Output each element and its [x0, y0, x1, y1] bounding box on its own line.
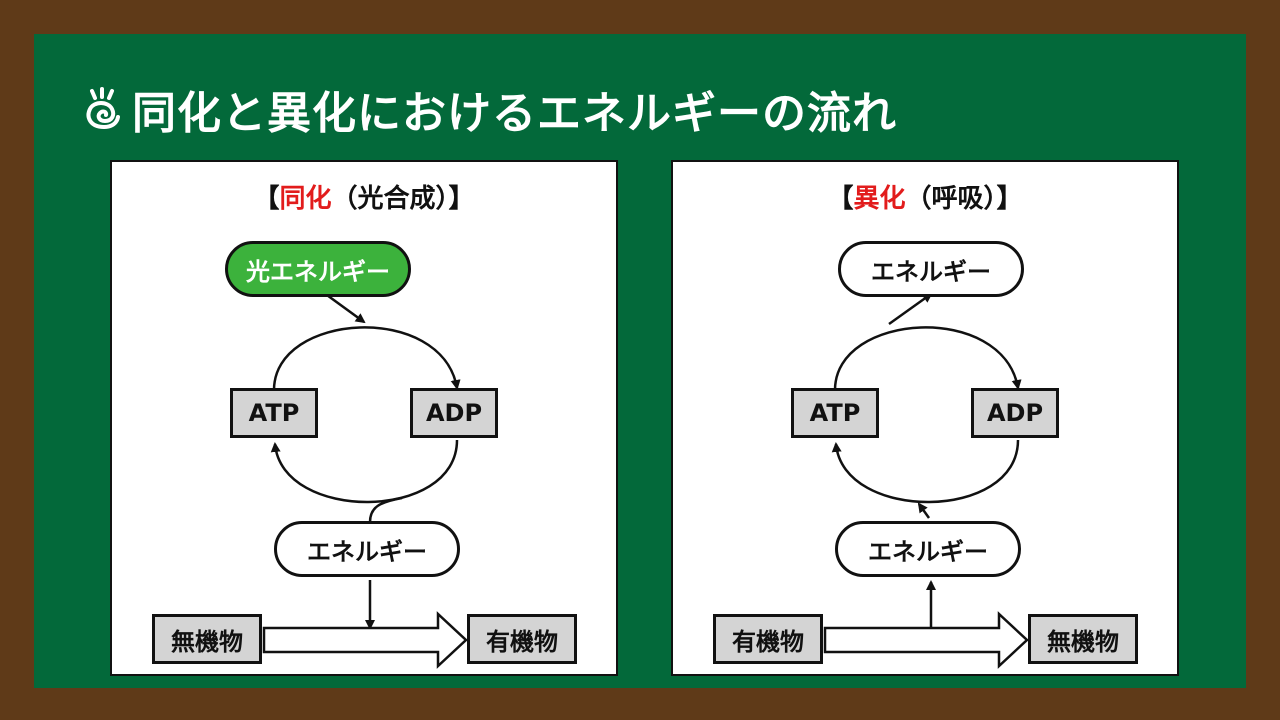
page-title-text: 同化と異化におけるエネルギーの流れ	[132, 88, 897, 139]
energy-into-cycle-arrow	[917, 502, 931, 519]
atp-box: ATP	[230, 388, 318, 438]
dissimilation-panel	[671, 160, 1179, 676]
energy-output-node: エネルギー	[838, 241, 1024, 297]
dissimilation-title: 【異化（呼吸）】	[827, 184, 1023, 214]
energy-to-cycle-line	[368, 496, 403, 523]
adp-box: ADP	[971, 388, 1059, 438]
inorganic-matter-box: 無機物	[1028, 614, 1138, 664]
cycle-to-energy-arrow	[888, 292, 933, 326]
inorganic-matter-box: 無機物	[152, 614, 262, 664]
sprout-icon	[86, 87, 120, 129]
material-block-arrow	[262, 611, 468, 669]
assimilation-title: 【同化（光合成）】	[253, 184, 475, 214]
page-title: 同化と異化におけるエネルギーの流れ	[82, 74, 897, 144]
assimilation-panel	[110, 160, 618, 676]
adp-to-atp-arrow	[831, 439, 1020, 504]
dissimilation-arrows	[823, 292, 1029, 669]
atp-box: ATP	[791, 388, 879, 438]
energy-node: エネルギー	[835, 521, 1021, 577]
atp-to-adp-arrow	[272, 326, 461, 391]
adp-to-atp-arrow	[270, 439, 459, 504]
light-energy-node: 光エネルギー	[225, 241, 411, 297]
energy-node: エネルギー	[274, 521, 460, 577]
organic-matter-box: 有機物	[713, 614, 823, 664]
adp-box: ADP	[410, 388, 498, 438]
atp-to-adp-arrow	[833, 326, 1022, 391]
organic-matter-box: 有機物	[467, 614, 577, 664]
material-block-arrow	[823, 611, 1029, 669]
assimilation-arrows	[262, 288, 468, 669]
